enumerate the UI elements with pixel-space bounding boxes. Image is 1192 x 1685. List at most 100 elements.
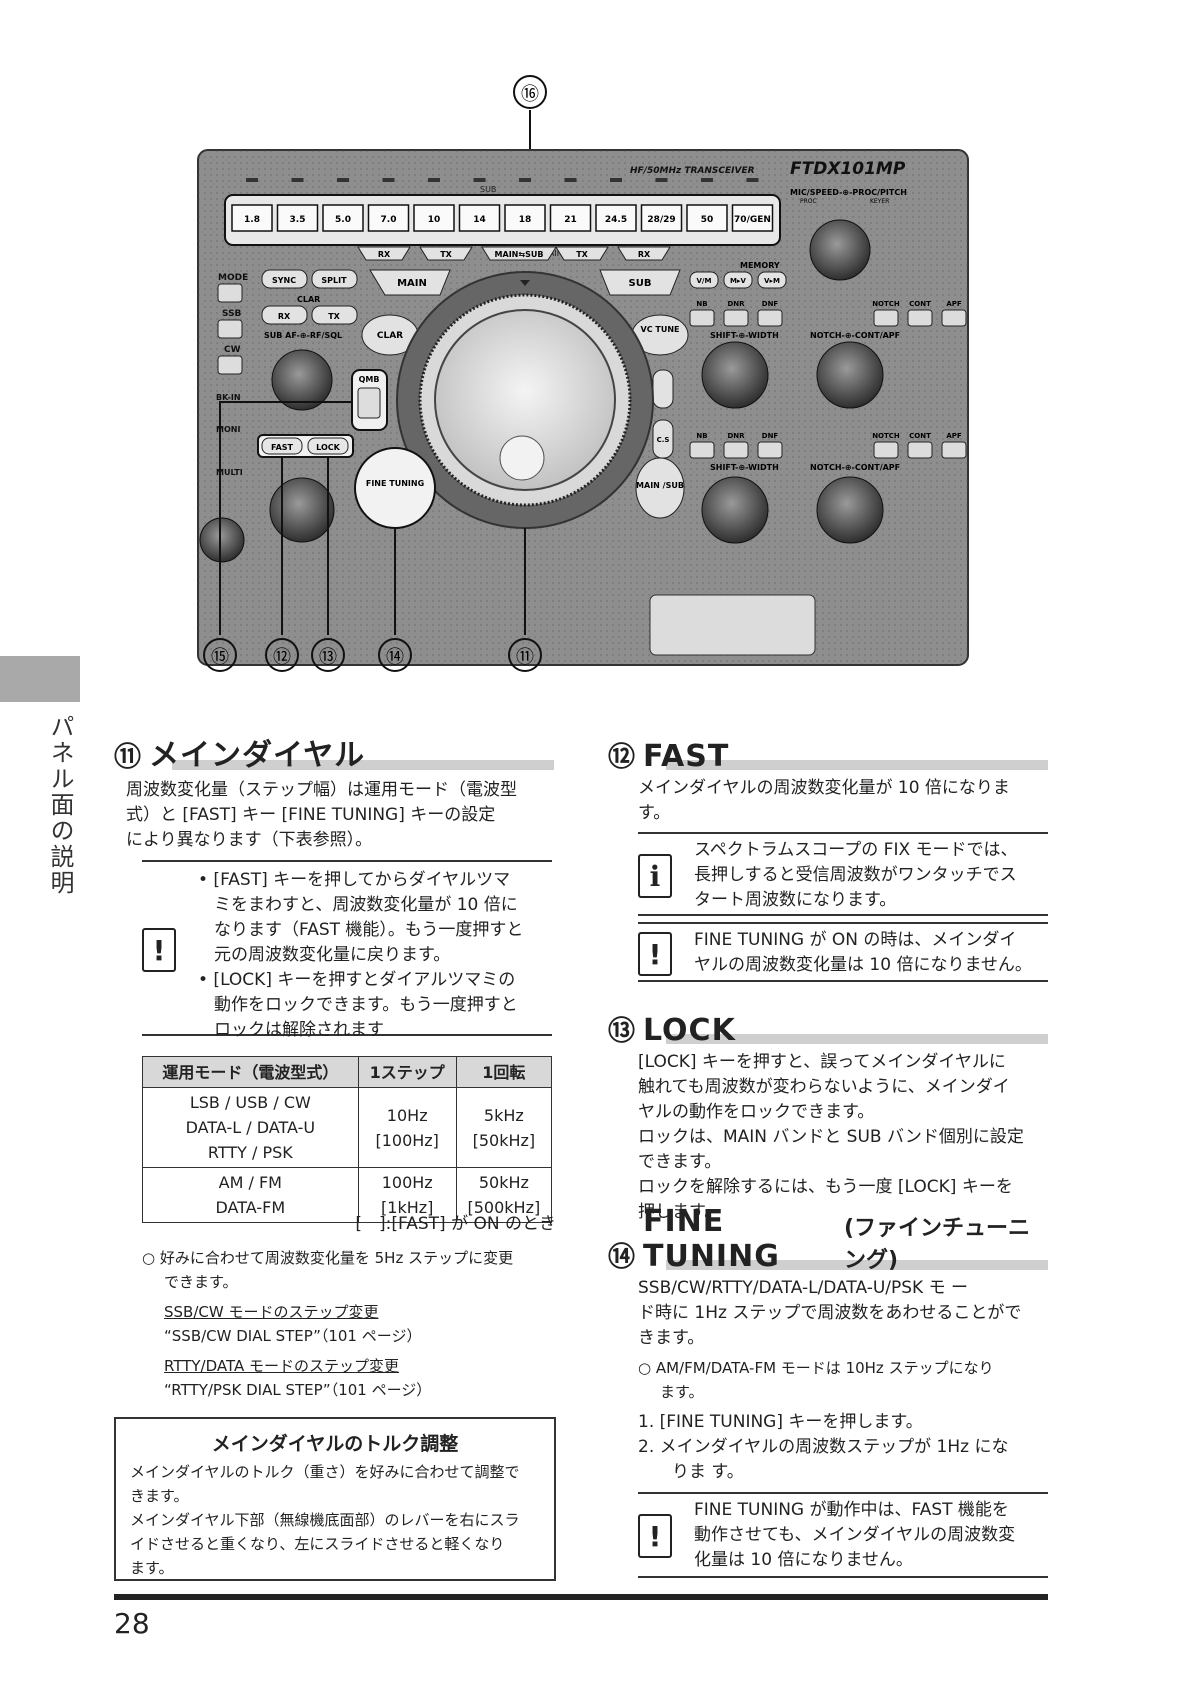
section-11-tip: ○ 好みに合わせて周波数変化量を 5Hz ステップに変更 できます。 [142, 1249, 514, 1291]
main-sub-key [555, 246, 609, 261]
main-sub-key [617, 246, 671, 261]
band-key-9 [640, 204, 683, 232]
dsp-key-label: NB [696, 432, 707, 440]
svg-text:SUB: SUB [629, 278, 652, 289]
sub-strip-label: SUB [480, 185, 496, 194]
callout-11: ⑪ [516, 647, 534, 668]
dsp-key-label: CONT [909, 300, 931, 308]
svg-text:BK-IN: BK-IN [216, 393, 241, 402]
dsp-key-label: DNF [762, 432, 779, 440]
caution-icon: ! [638, 1514, 672, 1558]
svg-text:KEYER: KEYER [870, 198, 889, 205]
svg-text:CLAR: CLAR [377, 331, 403, 341]
section-14-heading: ⑭ FINE TUNING (ファインチューニング) [608, 1204, 1048, 1274]
main-sub-key-label: RX [378, 250, 391, 259]
section-14-caution: ! FINE TUNING が動作中は、FAST 機能を動作させても、メインダイ… [638, 1492, 1048, 1578]
section-12-body: メインダイヤルの周波数変化量が 10 倍になります。 [638, 778, 1010, 823]
band-key-0 [231, 204, 273, 232]
band-led [564, 178, 577, 182]
svg-text:MAIN: MAIN [397, 278, 427, 289]
svg-text:SHIFT-⊕-WIDTH: SHIFT-⊕-WIDTH [710, 463, 779, 472]
band-key-2 [322, 204, 364, 232]
section-12-heading: ⑫ FAST [608, 736, 1048, 774]
band-key-4 [413, 204, 455, 232]
svg-text:QMB: QMB [359, 375, 380, 384]
band-key-label: 70/GEN [734, 215, 771, 225]
page-number: 28 [114, 1607, 150, 1640]
dsp-key-label: NB [696, 300, 707, 308]
main-sub-key-label: TX [440, 250, 452, 259]
band-key-label: 28/29 [647, 215, 675, 225]
footer-rule [114, 1594, 1048, 1600]
section-13-body: [LOCK] キーを押すと、誤ってメインダイヤルに触れても周波数が変わらないよう… [638, 1052, 1024, 1222]
svg-text:PROC: PROC [800, 198, 817, 205]
dsp-key-label: DNF [762, 300, 779, 308]
dsp-key [757, 309, 783, 327]
band-key-label: 50 [701, 215, 714, 225]
cw-button [217, 355, 243, 375]
band-key-6 [504, 204, 546, 232]
dsp-key [941, 441, 967, 459]
memory-key [723, 271, 753, 289]
dsp-key-label: APF [946, 432, 962, 440]
main-sub-key [357, 246, 411, 261]
band-key-10 [686, 204, 728, 232]
memory-key-label: M▸V [730, 277, 746, 285]
section-14-body: SSB/CW/RTTY/DATA-L/DATA-U/PSK モ ード時に 1Hz… [638, 1278, 1022, 1348]
svg-text:LOCK: LOCK [316, 443, 340, 452]
band-led [746, 178, 759, 182]
dsp-key-label: DNR [727, 300, 745, 308]
svg-text:MONI: MONI [216, 425, 240, 434]
svg-text:MAIN /SUB: MAIN /SUB [636, 481, 684, 490]
band-key-label: 10 [428, 215, 441, 225]
svg-text:MIC/SPEED-⊕-PROC/PITCH: MIC/SPEED-⊕-PROC/PITCH [790, 188, 907, 197]
caution-icon: ! [638, 932, 672, 976]
band-key-11 [731, 204, 774, 232]
band-key-7 [549, 204, 592, 232]
svg-text:NOTCH-⊕-CONT/APF: NOTCH-⊕-CONT/APF [810, 331, 900, 340]
svg-text:MEMORY: MEMORY [740, 261, 780, 270]
svg-text:NOTCH-⊕-CONT/APF: NOTCH-⊕-CONT/APF [810, 463, 900, 472]
memory-key-label: V▸M [764, 277, 780, 285]
dsp-key-label: DNR [727, 432, 745, 440]
torque-adjust-box: メインダイヤルのトルク調整 メインダイヤルのトルク（重さ）を好みに合わせて調整で… [114, 1417, 556, 1581]
section-14-steps: 1. [FINE TUNING] キーを押します。 2. メインダイヤルの周波数… [638, 1412, 1009, 1482]
dsp-key [873, 441, 899, 459]
svg-text:CLAR: CLAR [297, 295, 320, 304]
band-led [428, 178, 440, 182]
dsp-key [941, 309, 967, 327]
section-14-tip: ○ AM/FM/DATA-FM モードは 10Hz ステップになり ます。 [638, 1359, 994, 1401]
band-key-label: 3.5 [290, 215, 306, 225]
svg-text:SHIFT-⊕-WIDTH: SHIFT-⊕-WIDTH [710, 331, 779, 340]
ssb-button [217, 319, 243, 339]
chapter-title: パネル面の説明 [46, 714, 74, 896]
dsp-key [723, 309, 749, 327]
svg-text:CW: CW [224, 345, 241, 355]
info-icon: i [638, 854, 672, 898]
band-key-label: 7.0 [381, 215, 397, 225]
band-key-label: 14 [473, 215, 486, 225]
svg-text:SUB AF-⊕-RF/SQL: SUB AF-⊕-RF/SQL [264, 331, 342, 340]
svg-text:FINE TUNING: FINE TUNING [366, 479, 424, 488]
band-led [337, 178, 349, 182]
chapter-tab [0, 656, 80, 702]
band-key-label: 5.0 [335, 215, 351, 225]
band-led [701, 178, 713, 182]
band-key-label: 24.5 [605, 215, 627, 225]
band-key-5 [458, 204, 501, 232]
table-footnote: [ ]:[FAST] が ON のとき [355, 1214, 556, 1234]
main-sub-key [481, 246, 557, 261]
dsp-key [689, 441, 715, 459]
dsp-key [757, 441, 783, 459]
dsp-key [873, 309, 899, 327]
main-sub-key-label: RX [638, 250, 651, 259]
dsp-key-label: CONT [909, 432, 931, 440]
svg-text:SPLIT: SPLIT [321, 276, 347, 285]
model-subtitle: HF/50MHz TRANSCEIVER [630, 166, 755, 176]
dsp-key [689, 309, 715, 327]
main-sub-key-label: TX [576, 250, 588, 259]
section-11-caution: ! • [FAST] キーを押してからダイヤルツマ ミをまわすと、周波数変化量が… [142, 860, 552, 1040]
